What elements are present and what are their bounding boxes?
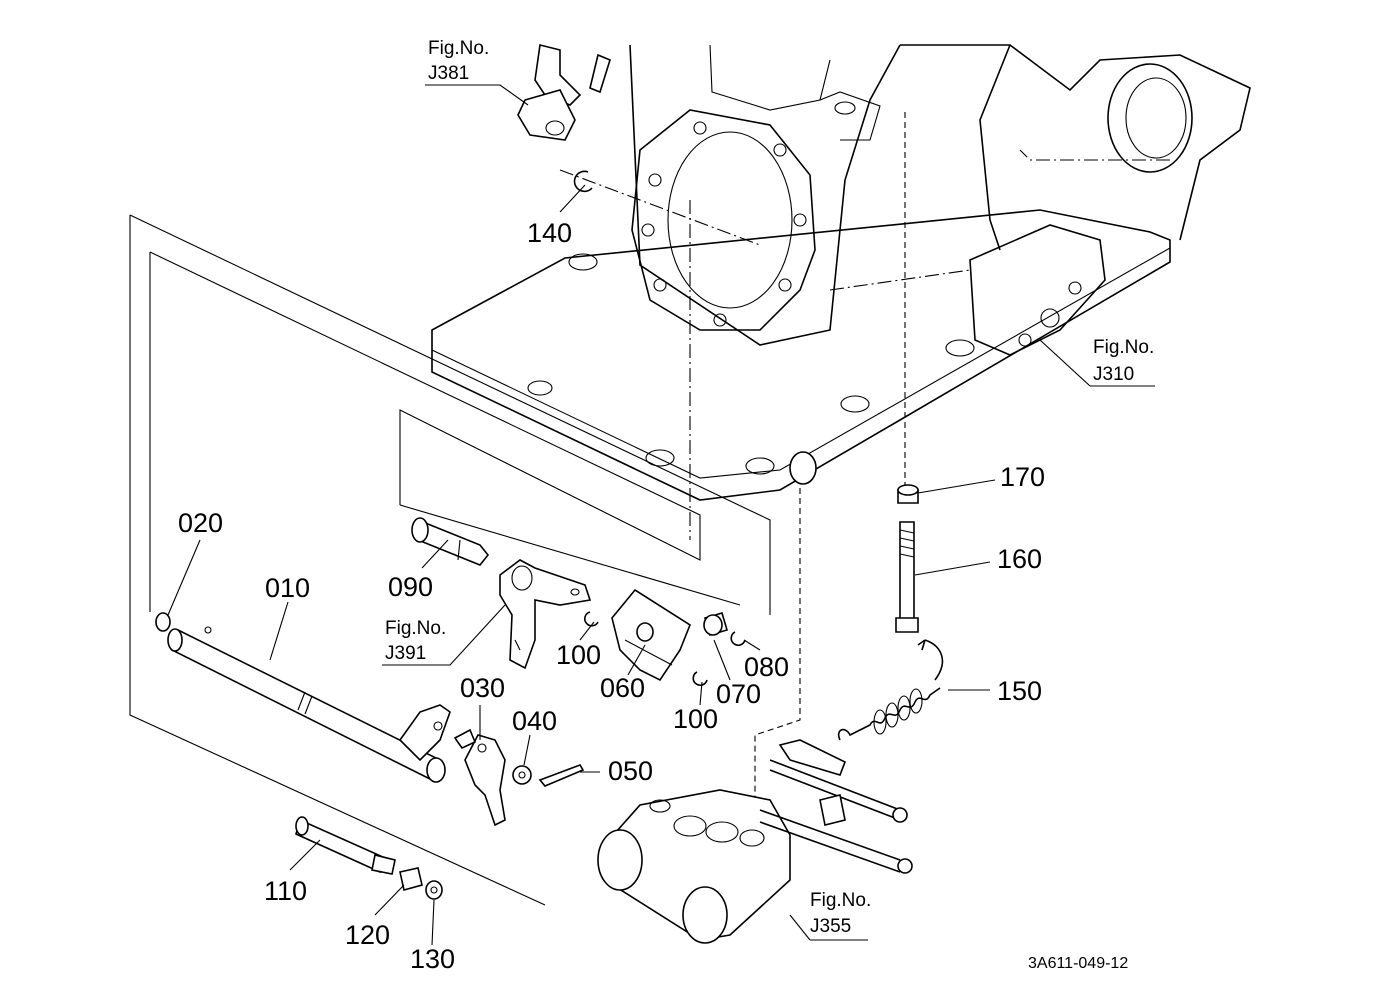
parts-040-050 xyxy=(512,764,585,787)
label-170: 170 xyxy=(1000,462,1045,492)
label-080: 080 xyxy=(744,652,789,682)
part-060-bracket xyxy=(611,588,691,682)
fig-ref-j381-number: J381 xyxy=(428,63,469,84)
label-110: 110 xyxy=(264,876,307,906)
part-090-pin xyxy=(411,517,490,566)
fig-j355-valve xyxy=(597,739,913,944)
fig-ref-j310-label: Fig.No. xyxy=(1093,337,1154,358)
parts-070-080 xyxy=(584,611,746,686)
label-140: 140 xyxy=(527,218,572,248)
label-050: 050 xyxy=(608,756,653,786)
transmission-housing xyxy=(431,44,1251,501)
part-number-labels: 020 010 030 040 050 060 070 080 090 100 … xyxy=(178,218,1045,974)
label-070: 070 xyxy=(716,679,761,709)
label-090: 090 xyxy=(388,572,433,602)
drawing-code: 3A611-049-12 xyxy=(1028,955,1128,972)
parts-110-120-130 xyxy=(295,816,443,900)
label-100-lower: 100 xyxy=(673,704,718,734)
fig-ref-j391-label: Fig.No. xyxy=(385,618,446,639)
label-010: 010 xyxy=(265,573,310,603)
part-030-lever xyxy=(453,728,506,827)
fig-ref-j391-number: J391 xyxy=(385,643,426,664)
label-040: 040 xyxy=(512,706,557,736)
label-100-upper: 100 xyxy=(556,640,601,670)
label-030: 030 xyxy=(460,673,505,703)
fig-references: Fig.No. J381 Fig.No. J310 Fig.No. J391 F… xyxy=(385,38,1154,937)
fig-j381-lever xyxy=(517,44,611,193)
label-130: 130 xyxy=(410,944,455,974)
part-150-spring xyxy=(837,687,941,741)
parts-160-170 xyxy=(895,484,944,681)
fig-ref-j310-number: J310 xyxy=(1093,364,1134,385)
assembly-frames xyxy=(129,169,801,906)
fig-ref-j355-number: J355 xyxy=(810,916,851,937)
label-020: 020 xyxy=(178,508,223,538)
label-060: 060 xyxy=(600,673,645,703)
leader-lines xyxy=(167,84,1155,946)
part-010-shaft xyxy=(155,612,451,783)
fig-j391-arm xyxy=(499,559,592,670)
fig-ref-j355-label: Fig.No. xyxy=(810,890,871,911)
label-160: 160 xyxy=(997,544,1042,574)
fig-ref-j381-label: Fig.No. xyxy=(428,38,489,59)
label-150: 150 xyxy=(997,676,1042,706)
label-120: 120 xyxy=(345,920,390,950)
